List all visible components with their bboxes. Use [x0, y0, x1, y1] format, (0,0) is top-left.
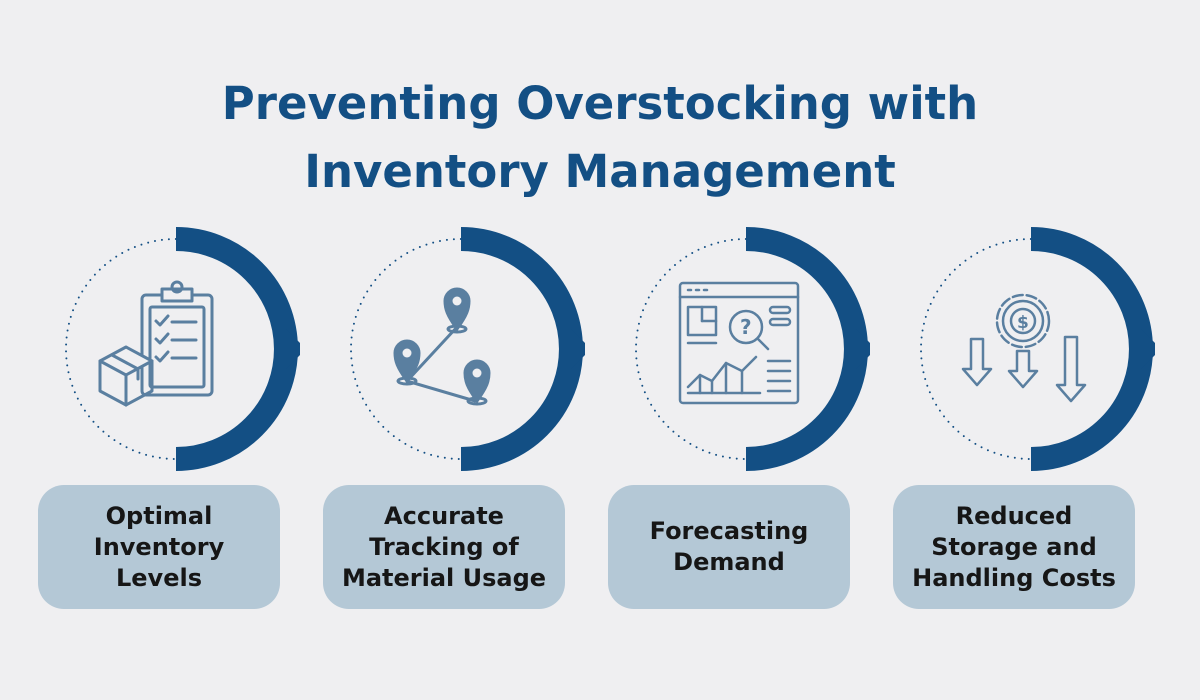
- step-label: Reduced Storage and Handling Costs: [912, 501, 1116, 592]
- step-label-box: Accurate Tracking of Material Usage: [323, 485, 565, 609]
- step-ring: ?: [635, 227, 870, 471]
- arrow-head: [571, 329, 585, 369]
- svg-text:$: $: [1017, 313, 1029, 333]
- arrow-head: [856, 329, 870, 369]
- step-label: Accurate Tracking of Material Usage: [341, 501, 547, 592]
- step-label: Optimal Inventory Levels: [93, 501, 225, 592]
- step-optimal-inventory: Optimal Inventory Levels: [0, 225, 300, 625]
- title-line-1: Preventing Overstocking with: [221, 77, 979, 130]
- progress-arc: [1030, 227, 1153, 471]
- clipboard-checklist-box-icon: [98, 280, 214, 407]
- step-forecasting-demand: ? Forecasting Demand: [570, 225, 870, 625]
- step-accurate-tracking: Accurate Tracking of Material Usage: [285, 225, 585, 625]
- step-ring: [65, 227, 300, 471]
- step-label: Forecasting Demand: [649, 517, 809, 576]
- arrow-head: [1141, 329, 1155, 369]
- step-ring: [350, 227, 585, 471]
- step-reduced-costs: $ Reduced Storage and Handling Costs: [855, 225, 1155, 625]
- dashboard-analytics-icon: ?: [678, 281, 800, 405]
- map-pins-route-icon: [393, 287, 491, 406]
- step-label-box: Optimal Inventory Levels: [38, 485, 280, 609]
- svg-text:?: ?: [740, 315, 752, 339]
- gear-dollar-down-arrows-icon: $: [961, 293, 1087, 403]
- step-label-box: Reduced Storage and Handling Costs: [893, 485, 1135, 609]
- step-label-box: Forecasting Demand: [608, 485, 850, 609]
- progress-arc: [460, 227, 583, 471]
- progress-arc: [745, 227, 868, 471]
- step-ring: $: [920, 227, 1155, 471]
- page-title: Preventing Overstocking with Inventory M…: [0, 70, 1200, 206]
- progress-arc: [175, 227, 298, 471]
- title-line-2: Inventory Management: [304, 145, 896, 198]
- arrow-head: [286, 329, 300, 369]
